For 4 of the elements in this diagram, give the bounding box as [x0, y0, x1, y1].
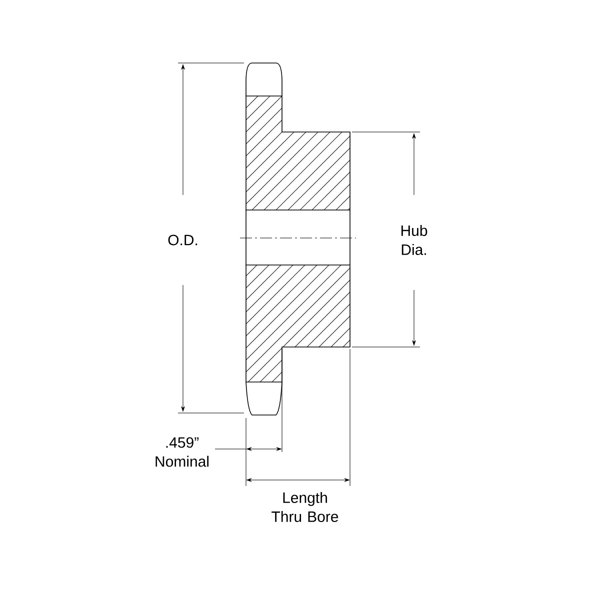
dimension-label: Hub Dia. [401, 225, 428, 255]
dimension-label: .459” Nominal [156, 437, 208, 467]
dimension-label: Length Thru Bore [272, 492, 338, 522]
dimension-label: O.D. [168, 234, 198, 246]
